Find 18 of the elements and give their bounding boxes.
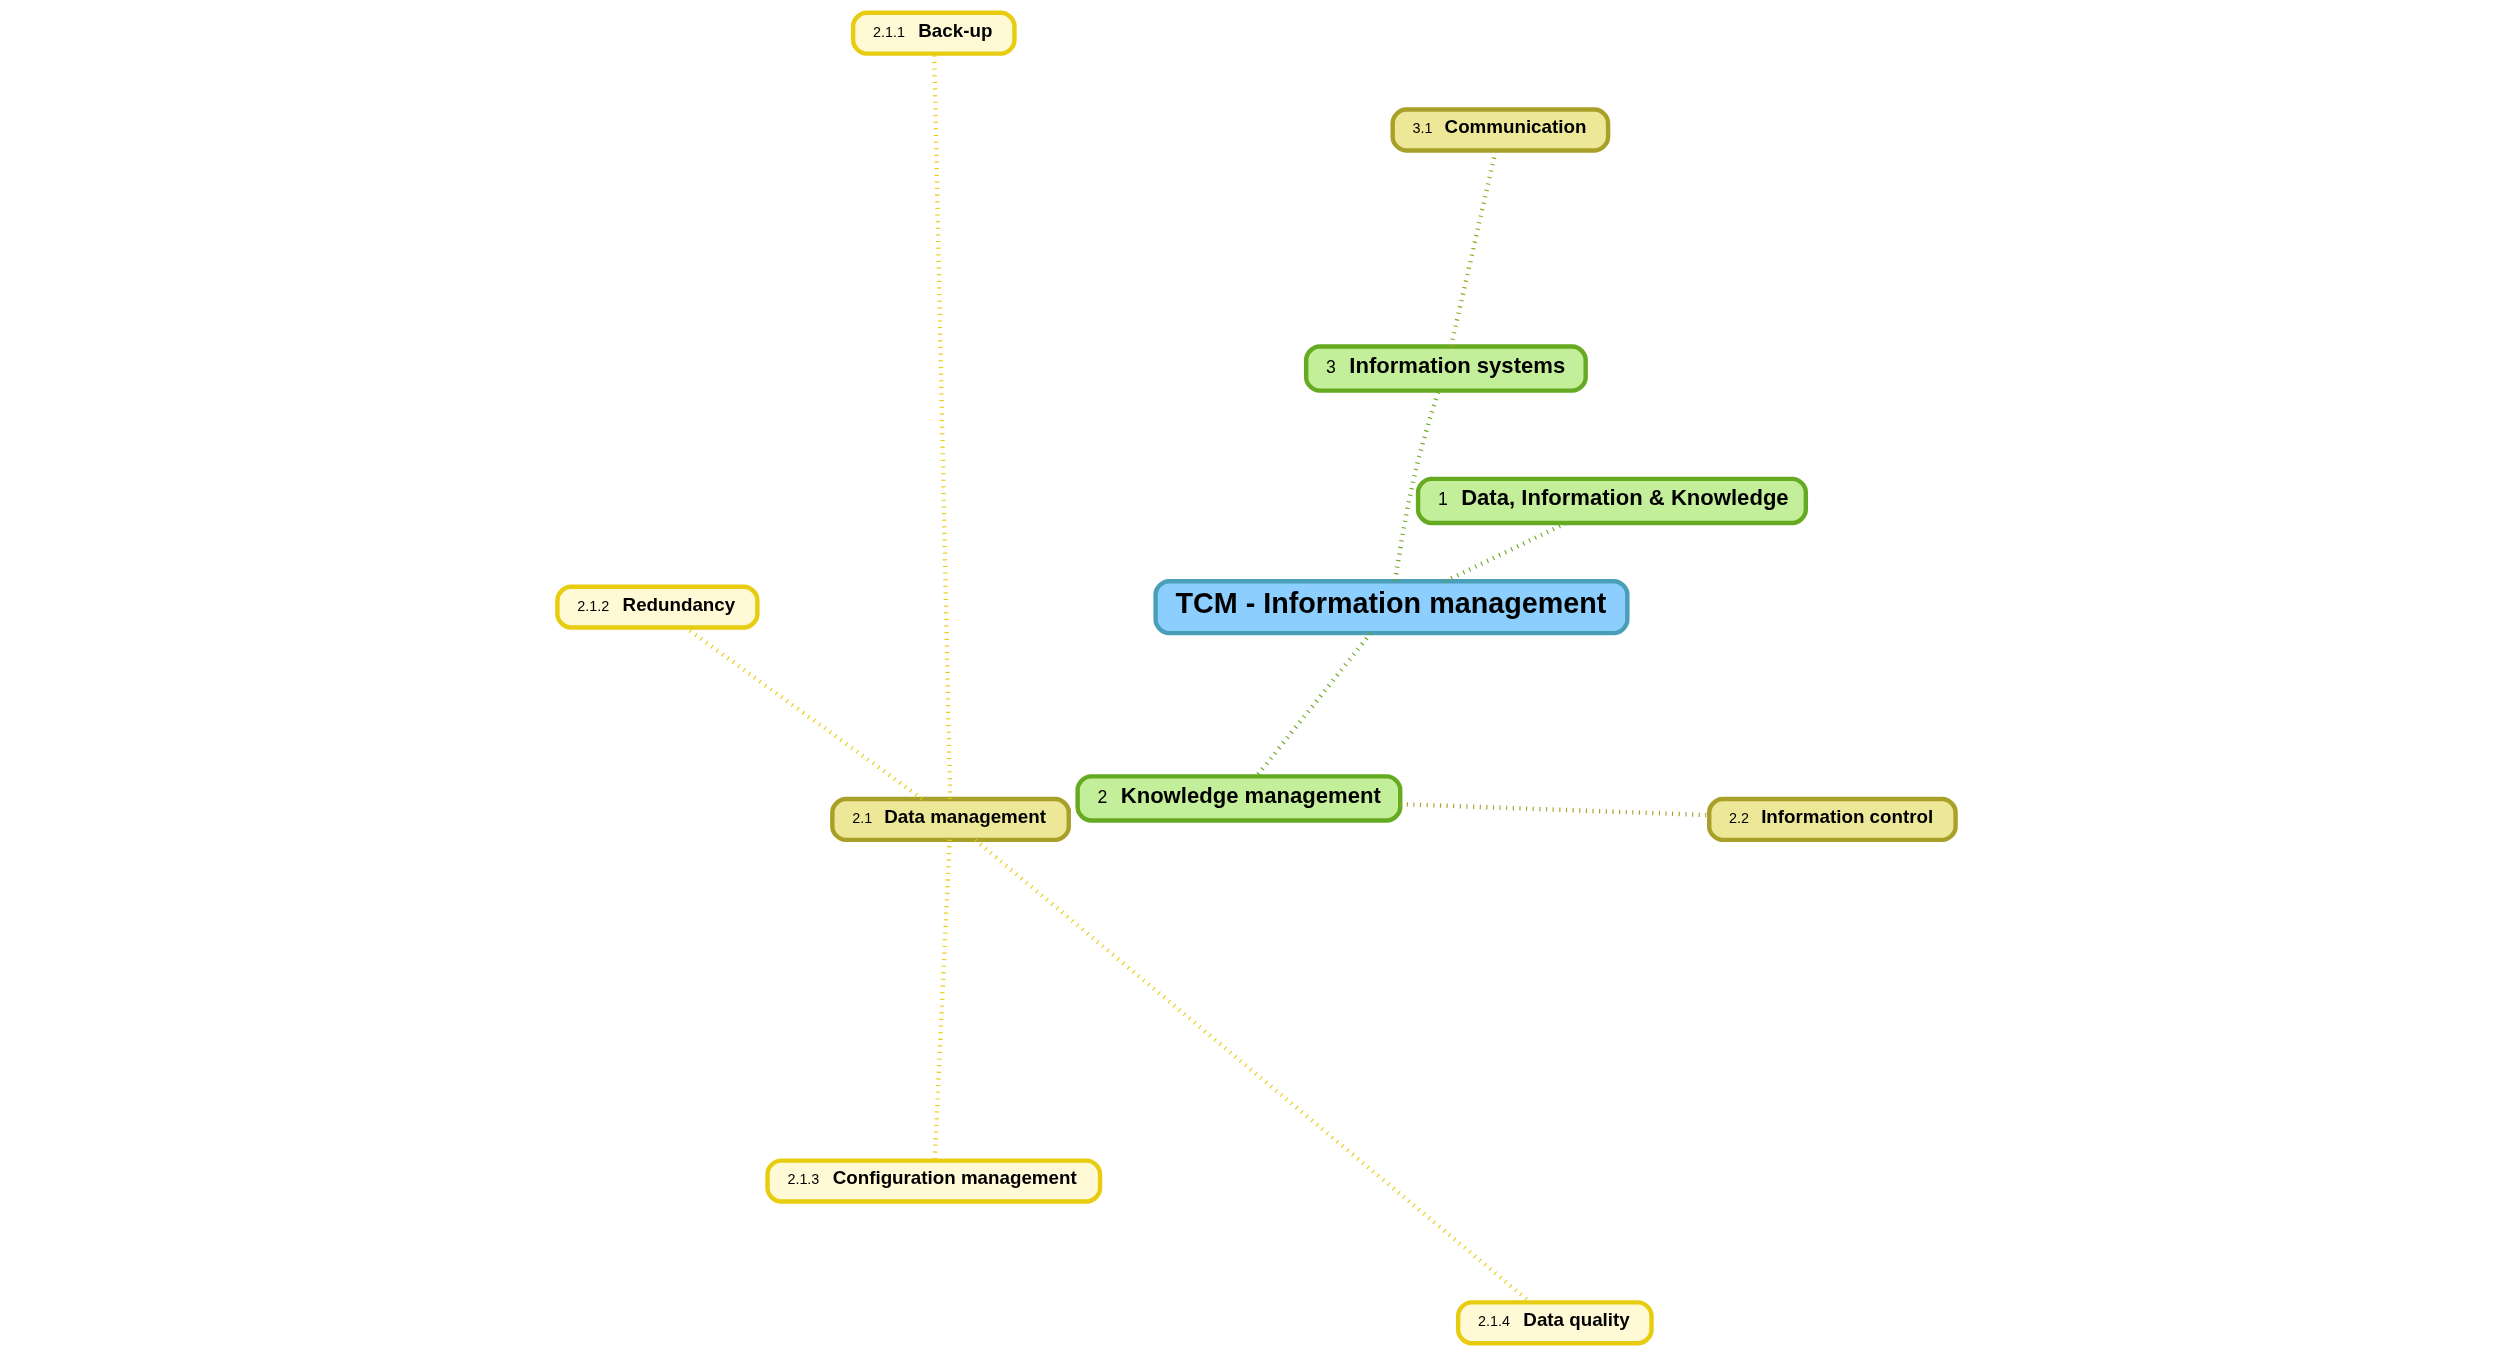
- node-box: 2.1.4 Data quality: [1455, 1300, 1654, 1346]
- connector: [1399, 801, 1709, 818]
- node-box: 2.1 Data management: [829, 796, 1071, 843]
- connector: [1448, 150, 1498, 347]
- connector: [1254, 631, 1372, 778]
- connector: [1068, 808, 1078, 814]
- connector: [1392, 390, 1441, 582]
- node-box: 2.1.1 Back-up: [850, 10, 1017, 56]
- connector: [932, 839, 952, 1161]
- node-box: 2.1.3 Configuration management: [764, 1158, 1102, 1204]
- connector: [931, 53, 952, 799]
- node-box: TCM - Information management: [1152, 578, 1630, 636]
- node-box: 1 Data, Information & Knowledge: [1415, 476, 1808, 526]
- node-box: 3 Information systems: [1303, 344, 1588, 393]
- node-box: 2.2 Information control: [1706, 796, 1958, 843]
- node-box: 2 Knowledge management: [1074, 774, 1402, 823]
- node-box: 2.1.2 Redundancy: [554, 584, 760, 630]
- node-box: 3.1 Communication: [1389, 107, 1610, 153]
